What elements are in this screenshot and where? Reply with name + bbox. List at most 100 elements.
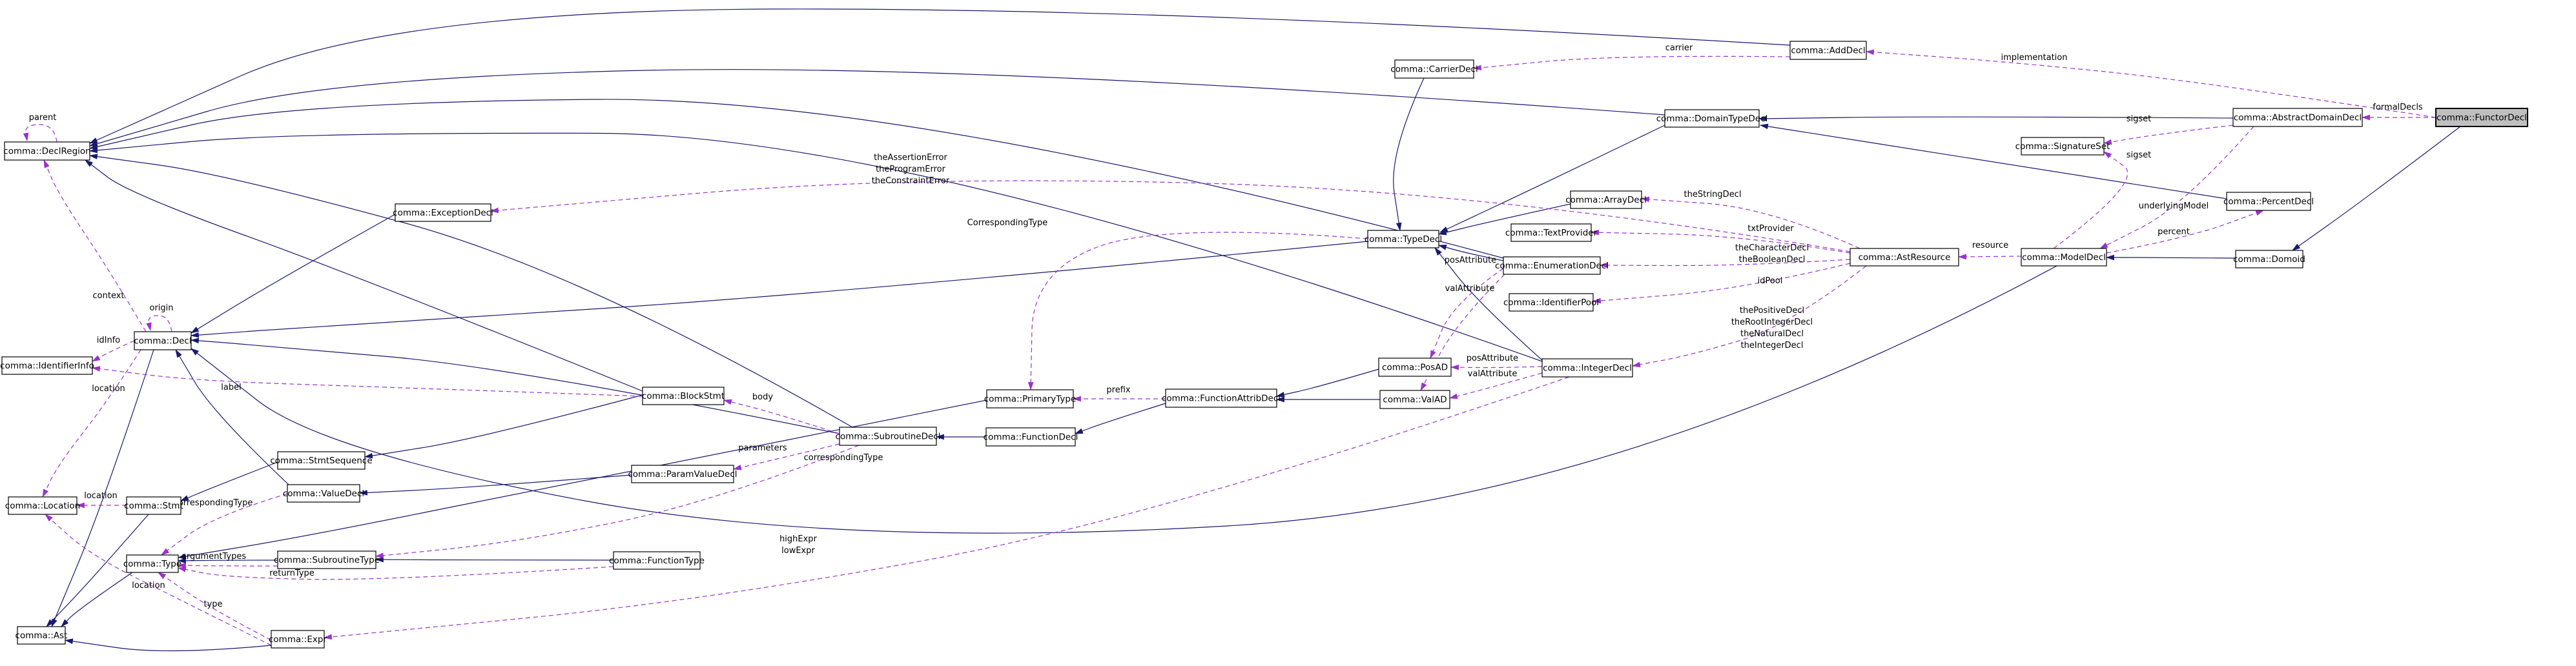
node-Type[interactable]: comma::Type — [123, 554, 181, 573]
edge-FunctorDecl-Domoid — [2292, 126, 2461, 251]
edge-label: location — [132, 581, 165, 590]
edge-Stmt-Ast — [46, 514, 149, 627]
node-label: comma::ExceptionDecl — [393, 208, 493, 218]
edge-AbstractDomainDecl-SignatureSet: sigset — [2103, 114, 2234, 145]
edge-EnumerationDecl-DeclRegion — [88, 99, 1504, 259]
node-ValAD[interactable]: comma::ValAD — [1379, 390, 1450, 409]
edge-PosAD-FunctionAttribDecl — [1275, 368, 1379, 398]
node-PercentDecl[interactable]: comma::PercentDecl — [2223, 192, 2314, 211]
node-CarrierDecl[interactable]: comma::CarrierDecl — [1390, 59, 1478, 79]
node-Expr[interactable]: comma::Expr — [269, 630, 327, 649]
node-SignatureSet[interactable]: comma::SignatureSet — [2015, 137, 2110, 156]
edge-label: location — [84, 491, 118, 501]
node-FunctionDecl[interactable]: comma::FunctionDecl — [984, 427, 1078, 447]
node-FunctionType[interactable]: comma::FunctionType — [609, 551, 705, 570]
node-ModelDecl[interactable]: comma::ModelDecl — [2021, 248, 2107, 267]
node-TextProvider[interactable]: comma::TextProvider — [1505, 223, 1598, 242]
node-DomainTypeDecl[interactable]: comma::DomainTypeDecl — [1656, 109, 1768, 128]
node-PrimaryType[interactable]: comma::PrimaryType — [984, 389, 1077, 409]
node-ParamValueDecl[interactable]: comma::ParamValueDecl — [628, 465, 737, 483]
edge-SubroutineType-Type — [177, 558, 278, 564]
edge-label: highExpr — [779, 534, 818, 544]
node-StmtSequence[interactable]: comma::StmtSequence — [270, 451, 373, 470]
node-IntegerDecl[interactable]: comma::IntegerDecl — [1541, 358, 1633, 378]
edge-ParamValueDecl-ValueDecl — [358, 474, 632, 496]
node-Decl[interactable]: comma::Decl — [134, 331, 192, 350]
edge-label: theIntegerDecl — [1741, 341, 1804, 350]
edge-AstResource-ArrayDecl: theStringDecl — [1640, 190, 1860, 249]
node-label: comma::Location — [5, 501, 80, 511]
edge-Expr-Location: location — [45, 514, 272, 646]
node-label: comma::PosAD — [1382, 363, 1448, 373]
edge-label: label — [221, 383, 241, 392]
edge-ModelDecl-Decl — [191, 265, 2057, 534]
edge-ModelDecl-SignatureSet: sigset — [2053, 150, 2151, 249]
node-FunctionAttribDecl[interactable]: comma::FunctionAttribDecl — [1162, 388, 1281, 408]
node-AstResource[interactable]: comma::AstResource — [1850, 248, 1959, 267]
edge-SubroutineDecl-DeclRegion — [88, 154, 853, 428]
node-label: comma::CarrierDecl — [1390, 65, 1478, 75]
edge-label: sigset — [2127, 114, 2152, 124]
node-AddDecl[interactable]: comma::AddDecl — [1789, 41, 1867, 60]
edge-TypeDecl-Decl — [190, 241, 1368, 338]
edge-EnumerationDecl-PosAD: posAttribute — [1430, 256, 1504, 359]
edge-label: underlyingModel — [2139, 201, 2209, 211]
node-SubroutineType[interactable]: comma::SubroutineType — [274, 550, 380, 569]
edge-DeclRegion-DeclRegion: parent — [23, 113, 57, 143]
node-label: comma::Type — [123, 559, 181, 569]
node-label: comma::BlockStmt — [642, 391, 725, 401]
edge-label: posAttribute — [1445, 256, 1496, 265]
node-Domoid[interactable]: comma::Domoid — [2233, 250, 2305, 268]
edge-Decl-Ast — [51, 349, 154, 627]
edge-ValueDecl-Type: correspondingType — [161, 493, 288, 556]
node-ValueDecl[interactable]: comma::ValueDecl — [283, 484, 364, 503]
node-label: comma::PrimaryType — [984, 394, 1077, 405]
node-label: comma::FunctorDecl — [2437, 113, 2527, 123]
node-ExceptionDecl[interactable]: comma::ExceptionDecl — [393, 203, 493, 222]
node-label: comma::SubroutineType — [274, 555, 380, 565]
edge-DomainTypeDecl-TypeDecl — [1439, 125, 1665, 233]
node-label: comma::EnumerationDecl — [1495, 261, 1609, 271]
node-BlockStmt[interactable]: comma::BlockStmt — [642, 387, 725, 405]
node-label: comma::FunctionType — [609, 556, 705, 566]
node-IdentifierInfo[interactable]: comma::IdentifierInfo — [0, 356, 94, 375]
node-label: comma::IntegerDecl — [1543, 363, 1632, 374]
edge-label: correspondingType — [174, 498, 253, 508]
edge-label: prefix — [1106, 385, 1130, 395]
node-label: comma::ModelDecl — [2022, 252, 2106, 263]
edge-FunctionAttribDecl-FunctionDecl — [1074, 403, 1166, 434]
edge-label: theProgramError — [876, 165, 946, 174]
node-TypeDecl[interactable]: comma::TypeDecl — [1365, 230, 1442, 248]
node-AbstractDomainDecl[interactable]: comma::AbstractDomainDecl — [2232, 108, 2363, 127]
node-PosAD[interactable]: comma::PosAD — [1378, 358, 1452, 377]
edge-label: correspondingType — [804, 453, 883, 463]
edge-label: percent — [2158, 227, 2190, 237]
node-FunctorDecl[interactable]: comma::FunctorDecl — [2435, 108, 2528, 127]
edge-FunctorDecl-AddDecl: implementation — [1865, 49, 2437, 118]
node-DeclRegion[interactable]: comma::DeclRegion — [3, 141, 91, 161]
edge-AstResource-TextProvider: txtProvider — [1590, 224, 1851, 254]
edge-label: returnType — [269, 569, 314, 578]
node-Ast[interactable]: comma::Ast — [15, 626, 68, 645]
node-label: comma::TextProvider — [1505, 228, 1598, 238]
node-ArrayDecl[interactable]: comma::ArrayDecl — [1565, 190, 1647, 209]
edge-EnumerationDecl-ValAD: valAttribute — [1420, 274, 1505, 391]
node-Location[interactable]: comma::Location — [5, 496, 80, 515]
edge-label: valAttribute — [1468, 369, 1518, 379]
node-IdentifierPool[interactable]: comma::IdentifierPool — [1503, 293, 1599, 312]
edge-SubroutineDecl-ParamValueDecl: parameters — [732, 443, 840, 470]
node-label: comma::IdentifierInfo — [0, 361, 94, 371]
node-label: comma::ValAD — [1383, 395, 1447, 405]
node-SubroutineDecl[interactable]: comma::SubroutineDecl — [836, 427, 941, 446]
node-label: comma::Ast — [15, 631, 68, 641]
edge-StmtSequence-Stmt — [180, 461, 278, 501]
node-Stmt[interactable]: comma::Stmt — [124, 496, 183, 515]
node-label: comma::DeclRegion — [3, 146, 90, 157]
edge-AstResource-IntegerDecl: thePositiveDecltheRootIntegerDecltheNatu… — [1631, 265, 1867, 368]
node-EnumerationDecl[interactable]: comma::EnumerationDecl — [1495, 256, 1609, 275]
edge-label: body — [752, 392, 773, 402]
node-label: comma::FunctionAttribDecl — [1162, 394, 1281, 404]
